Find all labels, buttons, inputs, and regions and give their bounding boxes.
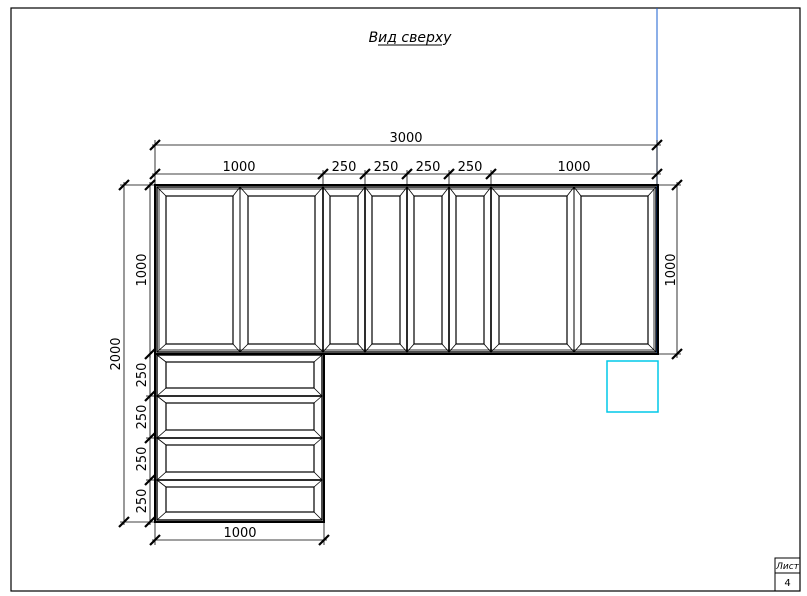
dimension-label-left-seg-3: 250 (135, 447, 150, 472)
selection-box[interactable] (606, 360, 659, 413)
dimension-label-top-6: 1000 (557, 160, 590, 175)
sheet-stamp (774, 557, 801, 592)
sheet-frame (10, 7, 801, 592)
dimension-label-top-2: 250 (332, 160, 357, 175)
sheet-stamp-label: Лист (775, 562, 800, 572)
dimension-top-segments (148, 167, 664, 185)
drawing-title: Вид сверху (369, 30, 453, 46)
dimension-label-top-4: 250 (416, 160, 441, 175)
dimension-label-right: 1000 (664, 253, 679, 286)
dimension-label-left-seg-4: 250 (135, 489, 150, 514)
sheet-number: 4 (784, 578, 790, 589)
drawer-3 (156, 437, 323, 481)
dimension-label-overall: 3000 (389, 131, 422, 146)
cabinet-left-1000 (156, 186, 324, 353)
dimension-label-top-3: 250 (374, 160, 399, 175)
dimension-label-top-1: 1000 (222, 160, 255, 175)
cabinet-250-4 (448, 186, 492, 353)
cabinet-250-3 (406, 186, 450, 353)
drawer-2 (156, 395, 323, 439)
dimension-label-left-upper: 1000 (135, 253, 150, 286)
dimension-label-top-5: 250 (458, 160, 483, 175)
dimension-left-upper-height (143, 178, 157, 361)
dimension-right-height (658, 178, 684, 361)
dimension-label-left-seg-2: 250 (135, 405, 150, 430)
cabinet-250-1 (322, 186, 366, 353)
drawer-4 (156, 479, 323, 521)
cabinet-250-2 (364, 186, 408, 353)
dimension-label-bottom: 1000 (223, 526, 256, 541)
drawer-1 (156, 354, 323, 397)
dimension-label-left-seg-1: 250 (135, 363, 150, 388)
dimension-bottom-width (148, 522, 331, 547)
cabinet-right-1000 (490, 186, 657, 353)
dimension-overall-width (148, 138, 664, 185)
dimension-left-column-segments (143, 354, 157, 529)
dimension-label-left-total: 2000 (109, 337, 124, 370)
